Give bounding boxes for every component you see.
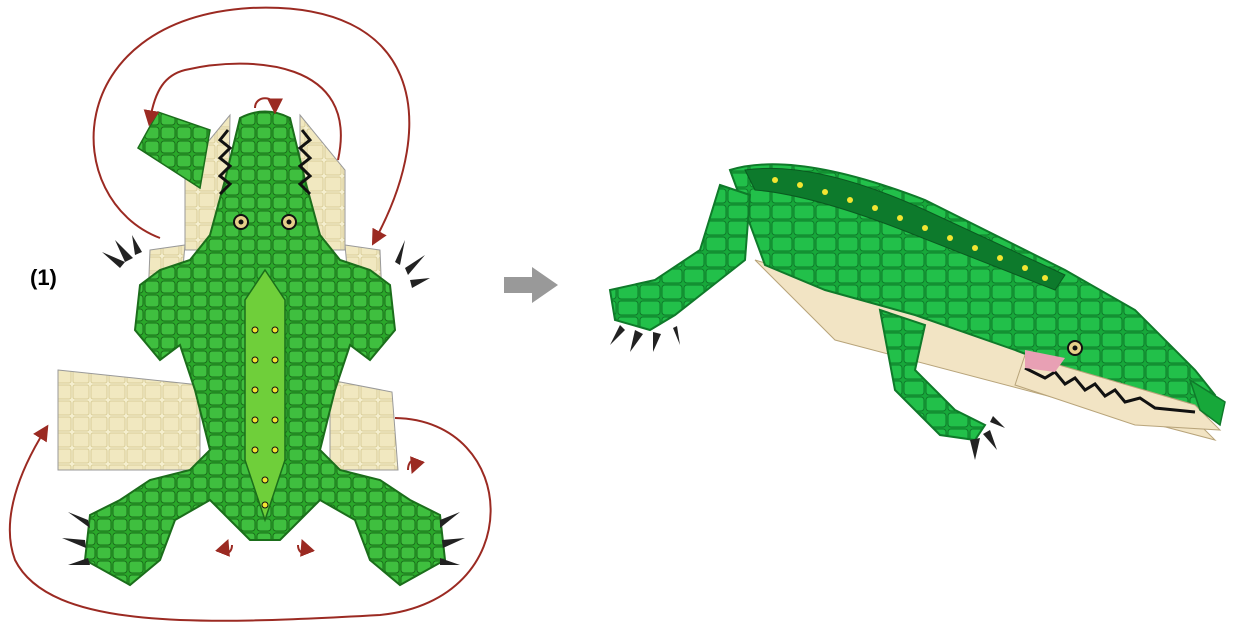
side-panel-right [330, 380, 398, 470]
side-panel-left [58, 370, 200, 470]
next-step-arrow-icon [502, 265, 562, 305]
front-leg [610, 185, 750, 330]
head-flap [138, 112, 210, 188]
assembled-crocodile [595, 140, 1235, 500]
flat-template [0, 0, 520, 628]
